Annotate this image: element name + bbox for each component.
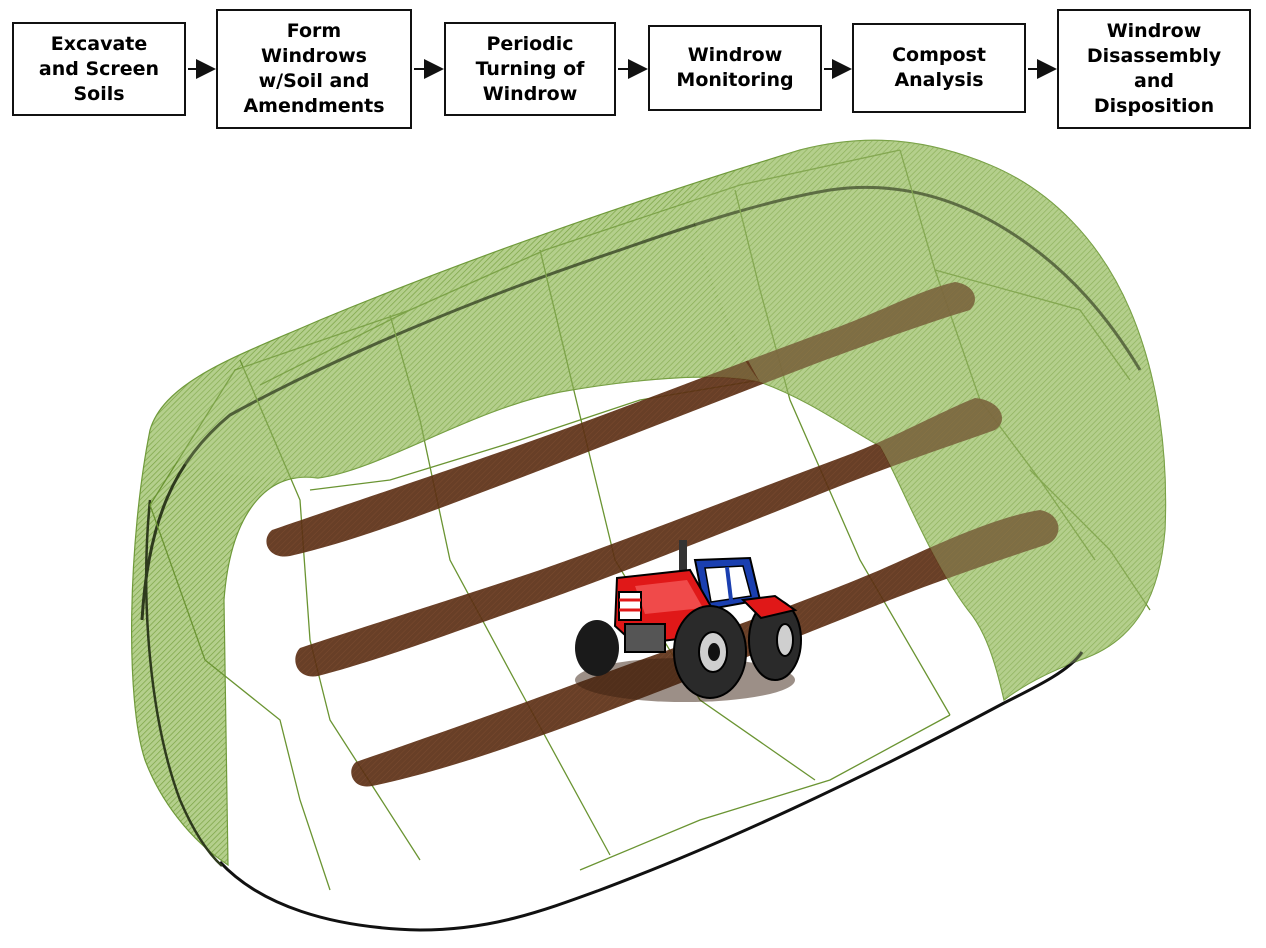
enclosure-front-edge (218, 651, 1084, 932)
windrow-2 (295, 398, 1003, 677)
enclosure-left-edge (145, 499, 223, 867)
enclosure-ridge (140, 185, 1142, 621)
step-excavate-and-screen-soils: Excavate and Screen Soils (12, 22, 186, 116)
step-label: Compost Analysis (892, 44, 986, 91)
windrow-1 (266, 282, 975, 557)
step-windrow-disassembly: Windrow Disassembly and Disposition (1057, 9, 1251, 129)
step-form-windrows: Form Windrows w/Soil and Amendments (216, 9, 412, 129)
step-periodic-turning: Periodic Turning of Windrow (444, 22, 616, 116)
step-label: Form Windrows w/Soil and Amendments (243, 20, 385, 117)
step-label: Windrow Monitoring (676, 44, 794, 91)
step-compost-analysis: Compost Analysis (852, 23, 1026, 113)
step-label: Windrow Disassembly and Disposition (1086, 20, 1222, 117)
enclosure-dome-overlay (690, 140, 1166, 701)
tractor-icon (575, 540, 802, 702)
step-windrow-monitoring: Windrow Monitoring (648, 25, 822, 111)
step-label: Periodic Turning of Windrow (475, 32, 585, 105)
step-label: Excavate and Screen Soils (38, 32, 160, 105)
enclosure-dome-overlay-left (151, 200, 760, 479)
